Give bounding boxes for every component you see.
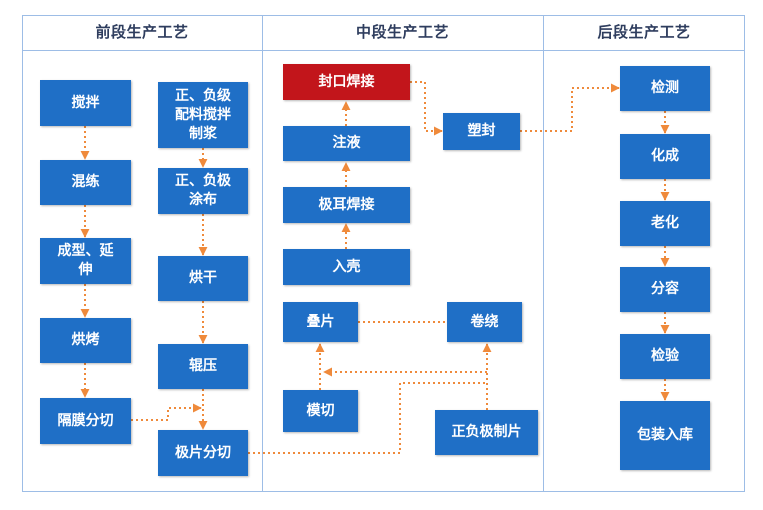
step-mixing: 搅拌 <box>40 80 131 126</box>
step-electrode-sheet-making: 正负极制片 <box>435 410 538 455</box>
step-label: 化成 <box>651 148 679 164</box>
step-plastic-sealing: 塑封 <box>443 113 520 150</box>
step-inspection: 检验 <box>620 334 710 379</box>
step-label: 检测 <box>651 80 679 96</box>
step-label: 封口焊接 <box>318 73 375 90</box>
step-label: 隔膜分切 <box>57 412 114 429</box>
step-label: 成型、延 <box>57 243 114 259</box>
step-electrode-slitting: 极片分切 <box>158 430 248 476</box>
step-label: 混练 <box>71 174 100 190</box>
step-label: 塑封 <box>467 123 496 139</box>
step-label: 分容 <box>651 281 679 297</box>
step-electrolyte-filling: 注液 <box>283 126 410 161</box>
step-winding: 卷绕 <box>447 302 522 342</box>
column-divider-middle-back <box>543 15 544 492</box>
step-drying: 烘干 <box>158 256 248 301</box>
header-back-stage: 后段生产工艺 <box>597 23 691 41</box>
step-label: 烘烤 <box>71 332 100 348</box>
step-electrode-coating: 正、负极 涂布 <box>158 168 248 214</box>
step-tab-welding: 极耳焊接 <box>283 187 410 223</box>
step-rolling: 辊压 <box>158 344 248 389</box>
step-label: 检验 <box>651 348 679 364</box>
step-seal-welding: 封口焊接 <box>283 64 410 100</box>
step-label: 叠片 <box>306 313 335 330</box>
step-label: 注液 <box>332 135 361 151</box>
arrow-electrode-slitting-to-middle <box>248 382 487 454</box>
step-label: 辊压 <box>189 358 217 374</box>
step-label: 包装入库 <box>637 427 693 443</box>
step-label: 入壳 <box>332 258 361 275</box>
column-divider-front-middle <box>262 15 263 492</box>
step-label: 极耳焊接 <box>318 196 375 213</box>
step-label: 老化 <box>651 215 679 231</box>
step-slurry-preparation: 正、负级 配料搅拌 制浆 <box>158 82 248 148</box>
step-label: 极片分切 <box>175 444 231 461</box>
header-front-stage: 前段生产工艺 <box>95 23 189 41</box>
header-divider <box>22 50 745 51</box>
arrow-seal-welding-to-plastic-seal <box>410 81 443 136</box>
step-label: 正、负级 <box>175 87 231 104</box>
step-label: 正、负极 <box>175 173 231 189</box>
arrow-separator-slitting-to-electrode-line <box>131 403 202 421</box>
step-capacity-grading: 分容 <box>620 267 710 312</box>
diagram-frame <box>22 15 745 492</box>
step-baking: 烘烤 <box>40 318 131 363</box>
step-label: 制浆 <box>189 125 217 142</box>
step-forming-stretching: 成型、延 伸 <box>40 238 131 284</box>
step-label: 烘干 <box>189 270 217 286</box>
step-aging: 老化 <box>620 201 710 246</box>
step-casing: 入壳 <box>283 249 410 285</box>
step-label: 伸 <box>78 262 93 278</box>
header-middle-stage: 中段生产工艺 <box>355 23 449 41</box>
step-label: 卷绕 <box>470 313 499 330</box>
arrow-plastic-seal-to-testing <box>520 83 620 132</box>
step-separator-slitting: 隔膜分切 <box>40 398 131 444</box>
step-label: 配料搅拌 <box>175 106 231 123</box>
step-testing: 检测 <box>620 66 710 111</box>
step-kneading: 混练 <box>40 160 131 205</box>
step-label: 涂布 <box>189 192 217 208</box>
step-stacking: 叠片 <box>283 302 358 342</box>
step-die-cutting: 模切 <box>283 390 358 432</box>
step-label: 模切 <box>306 402 335 419</box>
step-formation: 化成 <box>620 134 710 179</box>
step-packaging-storage: 包装入库 <box>620 401 710 470</box>
step-label: 正负极制片 <box>451 424 522 440</box>
step-label: 搅拌 <box>71 94 100 111</box>
